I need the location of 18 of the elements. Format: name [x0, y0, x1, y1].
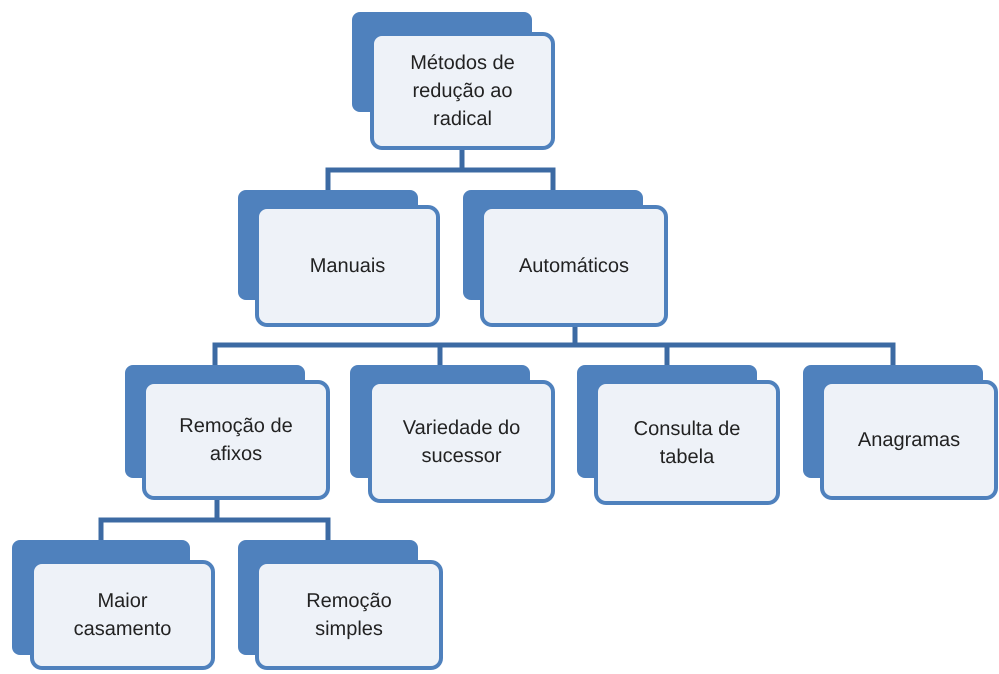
stacked-card-node: [352, 12, 555, 150]
stacked-card-node: [350, 365, 555, 503]
node-label: Automáticos: [518, 254, 630, 279]
stacked-card-node: [803, 365, 998, 500]
node-label: Remoção de afixos: [178, 414, 294, 467]
node-label: Maior casamento: [72, 589, 172, 642]
node-label: Anagramas: [858, 428, 960, 453]
stacked-card-node: [463, 190, 668, 327]
node-label: Consulta de tabela: [632, 416, 742, 470]
stacked-card-node: [238, 190, 440, 327]
stacked-card-node: [125, 365, 330, 500]
stacked-card-node: [577, 365, 780, 505]
stacked-card-node: [12, 540, 215, 670]
stacked-card-node: [238, 540, 443, 670]
node-label: Remoção simples: [305, 589, 393, 642]
node-label: Métodos de redução ao radical: [409, 51, 516, 132]
node-label: Variedade do sucessor: [402, 416, 522, 468]
node-label: Manuais: [310, 254, 386, 279]
